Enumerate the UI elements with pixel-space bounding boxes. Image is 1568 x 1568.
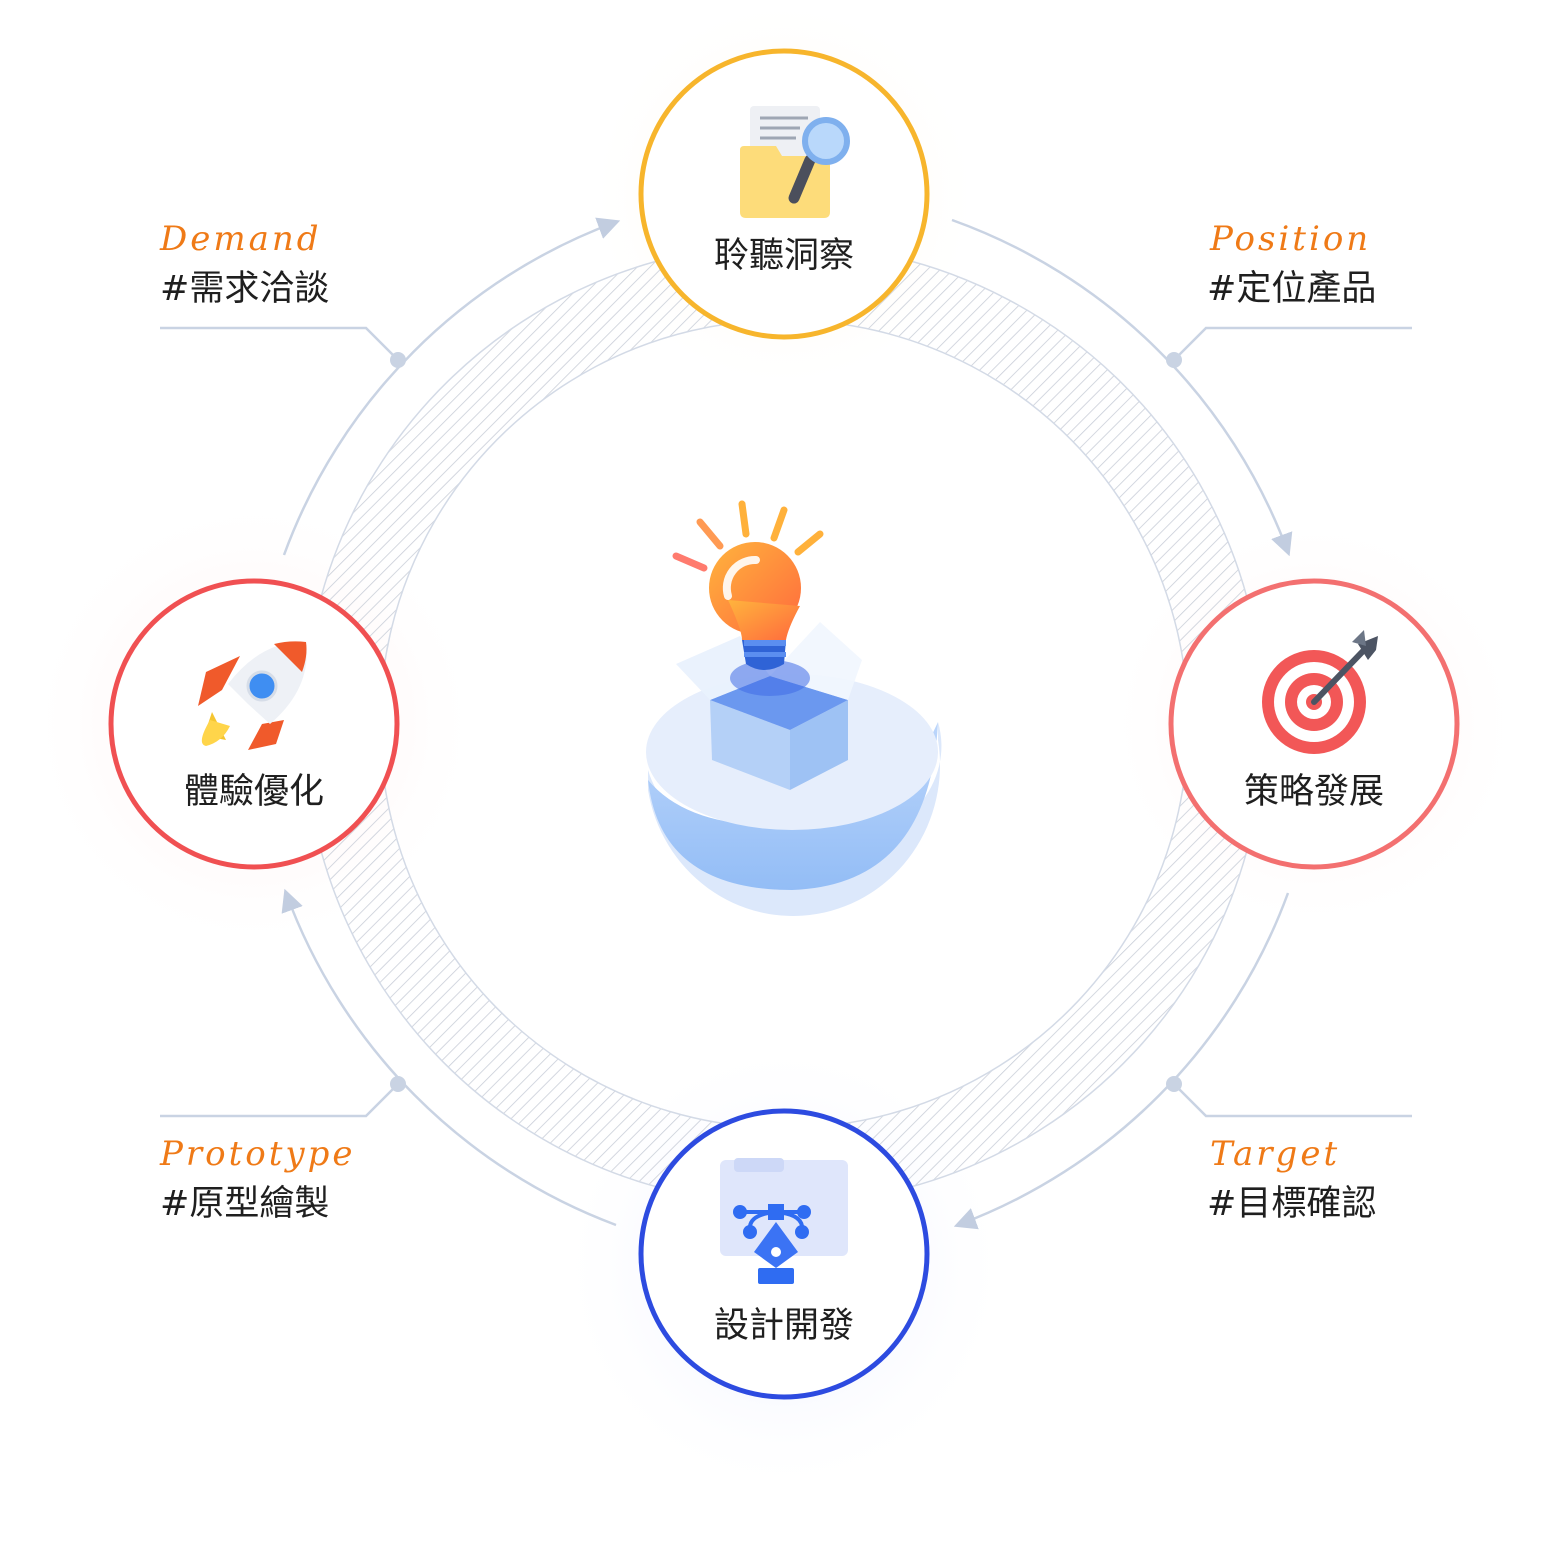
tag-position: Position #定位產品: [1207, 219, 1376, 309]
arc-top-right: [951, 218, 1293, 557]
node-design: 設計開發: [638, 1108, 930, 1400]
arc-bottom-left: [281, 888, 617, 1227]
node-experience-label: 體驗優化: [184, 772, 324, 812]
tag-target: Target #目標確認: [1207, 1134, 1376, 1224]
lightbulb-in-box-icon: [646, 500, 942, 916]
tag-target-text: #目標確認: [1207, 1184, 1376, 1224]
tag-target-script: Target: [1210, 1134, 1340, 1174]
node-strategy: 策略發展: [1168, 578, 1460, 870]
vector-pen-icon: [720, 1158, 848, 1284]
tag-demand-script: Demand: [159, 219, 322, 259]
tag-leaders: [160, 326, 1412, 1118]
tag-position-text: #定位產品: [1207, 269, 1376, 309]
node-experience: 體驗優化: [108, 578, 400, 870]
node-strategy-label: 策略發展: [1244, 772, 1384, 812]
arc-bottom-right: [953, 892, 1290, 1230]
tag-prototype-text: #原型繪製: [160, 1184, 329, 1224]
tag-demand: Demand #需求洽談: [159, 219, 329, 309]
node-listen: 聆聽洞察: [638, 48, 930, 340]
cycle-arcs: [281, 217, 1293, 1230]
tag-prototype-script: Prototype: [159, 1134, 356, 1174]
leader-dots: [390, 352, 1182, 1092]
rocket-icon: [198, 641, 307, 750]
arc-top-left: [282, 217, 621, 556]
node-experience-ring: [108, 578, 400, 870]
folder-search-icon: [740, 106, 850, 218]
tag-demand-text: #需求洽談: [160, 269, 329, 309]
node-listen-label: 聆聽洞察: [714, 236, 854, 276]
target-icon: [1262, 630, 1378, 754]
tag-prototype: Prototype #原型繪製: [159, 1134, 356, 1224]
node-design-label: 設計開發: [714, 1306, 854, 1346]
tag-position-script: Position: [1209, 219, 1371, 259]
